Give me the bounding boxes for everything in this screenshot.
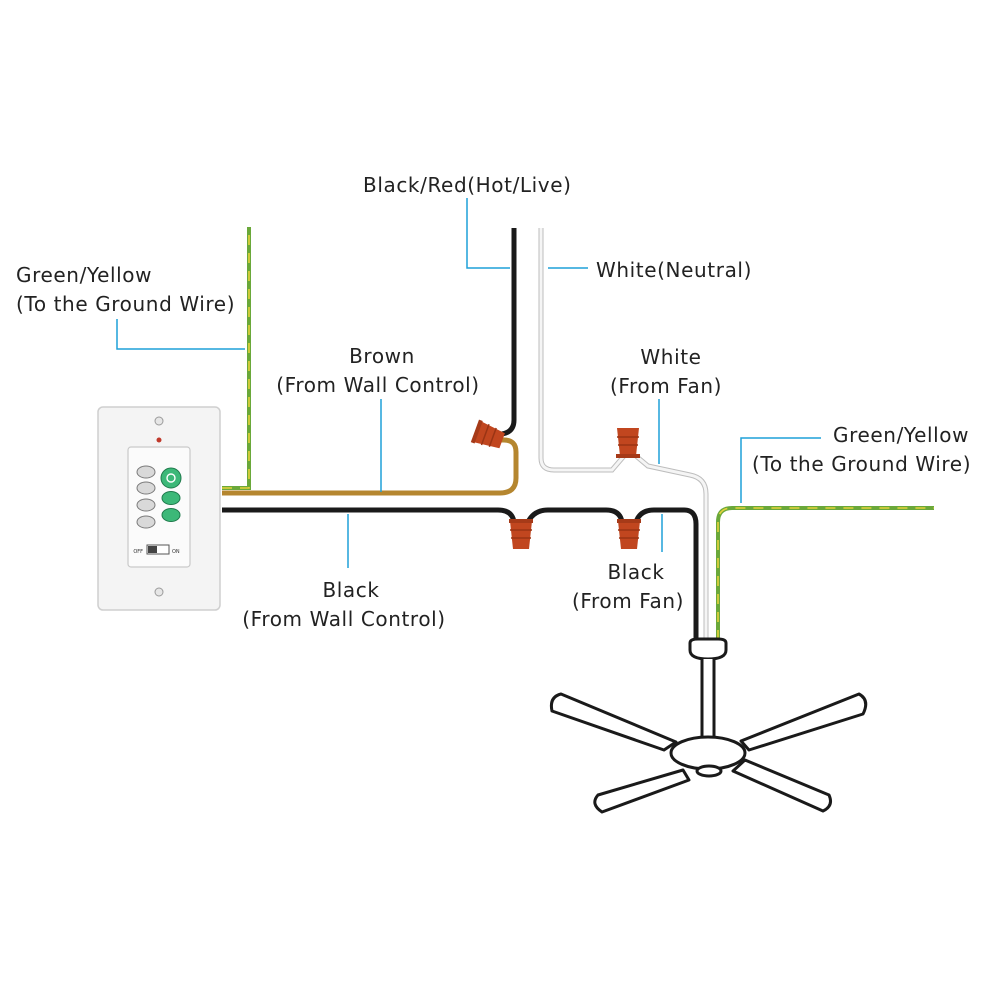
control-button-4[interactable]	[136, 515, 156, 529]
plate-screw-bottom	[154, 587, 164, 597]
control-button-2[interactable]	[136, 481, 156, 495]
label-ground-right-line2: (To the Ground Wire)	[752, 452, 971, 476]
black-fan-wire	[633, 507, 699, 640]
dim-button[interactable]	[161, 508, 181, 522]
label-brown-line1: Brown	[349, 344, 415, 368]
power-icon	[166, 473, 176, 483]
ground-wire-right	[716, 506, 934, 640]
fan-light-cap	[695, 764, 723, 778]
label-ground-left-line1: Green/Yellow	[16, 263, 152, 287]
fan-blade-lower-left	[593, 768, 691, 814]
ground-wire-left	[222, 227, 251, 490]
white-fan-wire	[634, 454, 709, 640]
power-button[interactable]	[160, 467, 182, 489]
black-jumper-wire	[525, 507, 625, 524]
wire-nut-top-right	[616, 428, 640, 458]
wire-nut-top-left	[470, 419, 505, 449]
callout-ground-right	[740, 437, 821, 503]
switch-on-label: ON	[172, 549, 180, 555]
control-button-3[interactable]	[136, 498, 156, 512]
label-hot: Black/Red(Hot/Live)	[363, 173, 572, 197]
ceiling-fan	[549, 637, 868, 814]
callout-hot	[466, 198, 510, 269]
wire-nut-bottom-right	[617, 519, 641, 549]
label-black-wall-line1: Black	[322, 578, 379, 602]
plate-screw-top	[154, 416, 164, 426]
label-white-fan-line2: (From Fan)	[610, 374, 722, 398]
brown-wire	[222, 437, 519, 496]
hot-wire	[495, 228, 517, 439]
fan-downrod	[700, 659, 716, 742]
label-black-wall-line2: (From Wall Control)	[242, 607, 445, 631]
fan-blade-lower-right	[731, 758, 832, 813]
slide-switch[interactable]	[146, 544, 170, 555]
light-button[interactable]	[161, 491, 181, 505]
neutral-wire	[538, 228, 626, 473]
label-brown-line2: (From Wall Control)	[276, 373, 479, 397]
fan-blade-upper-right	[739, 692, 868, 752]
wall-control: OFF ON	[97, 406, 221, 611]
black-wall-wire	[222, 507, 517, 523]
control-button-1[interactable]	[136, 465, 156, 479]
fan-blade-upper-left	[549, 692, 678, 752]
label-ground-left-line2: (To the Ground Wire)	[16, 292, 235, 316]
label-ground-right-line1: Green/Yellow	[833, 423, 969, 447]
label-black-fan-line2: (From Fan)	[572, 589, 684, 613]
slide-switch-knob	[148, 546, 157, 553]
switch-off-label: OFF	[133, 549, 143, 555]
indicator-led	[156, 437, 162, 443]
label-white-fan-line1: White	[640, 345, 701, 369]
wire-nut-bottom-left	[509, 519, 533, 549]
fan-canopy	[688, 637, 728, 661]
label-neutral: White(Neutral)	[596, 258, 752, 282]
label-black-fan-line1: Black	[607, 560, 664, 584]
callout-ground-left	[116, 319, 245, 350]
fan-motor-housing	[669, 735, 747, 771]
